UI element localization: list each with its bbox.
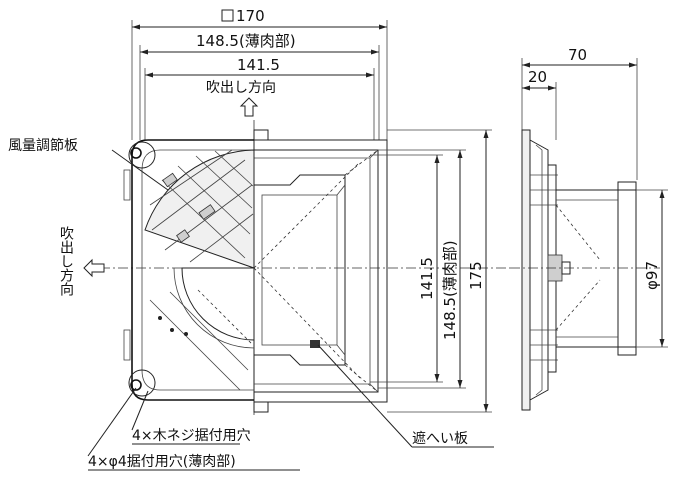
screw-holes-label: 4×木ネジ据付用穴	[132, 428, 251, 444]
mount-ear-bottom	[128, 369, 156, 397]
leader-labels: 風量調節板 4×木ネジ据付用穴 4×φ4据付用穴(薄肉部) 遮へい板	[8, 137, 494, 471]
side-flange-plate	[521, 129, 531, 411]
dim-height-total: 175	[467, 261, 485, 290]
screw-hole-top	[130, 147, 142, 159]
airflow-up-label: 吹出し方向	[206, 80, 276, 96]
dim-thin-wall-top: 148.5(薄肉部)	[196, 32, 296, 50]
screw-hole-bottom	[130, 379, 142, 391]
body-left	[131, 139, 254, 401]
outer-frame-right	[253, 139, 388, 403]
shield-plate-label: 遮へい板	[412, 431, 468, 447]
dim-square-size: 170	[236, 7, 265, 25]
arrow-up-icon	[239, 97, 259, 117]
side-view: 70 20	[510, 46, 668, 411]
square-symbol	[221, 9, 234, 22]
dim-inner-width-top: 141.5	[237, 56, 280, 74]
damper-label: 風量調節板	[8, 137, 78, 154]
duct-ring	[617, 181, 637, 356]
dim-side-depth: 70	[568, 46, 587, 64]
height-dimensions: 141.5 148.5(薄肉部) 175	[370, 129, 492, 413]
airflow-left-label: 吹出し方向	[58, 226, 74, 296]
front-view	[100, 120, 510, 415]
arrow-left-icon	[83, 258, 105, 278]
airflow-up: 吹出し方向	[206, 80, 276, 117]
airflow-left: 吹出し方向	[58, 226, 105, 296]
top-dimensions: 170 148.5(薄肉部) 141.5	[131, 7, 388, 140]
dim-duct-diameter: φ97	[643, 261, 661, 290]
inner-louver	[253, 174, 346, 366]
mount-ear-top	[128, 141, 156, 169]
damper-plate	[144, 149, 255, 269]
dim-height-thin-wall: 148.5(薄肉部)	[441, 240, 459, 340]
duct-quarter-opening	[181, 267, 255, 341]
dim-height-inner: 141.5	[418, 257, 436, 300]
duct-collar	[555, 189, 637, 348]
dim-side-flange: 20	[528, 68, 547, 86]
mount-holes-label: 4×φ4据付用穴(薄肉部)	[88, 454, 236, 470]
